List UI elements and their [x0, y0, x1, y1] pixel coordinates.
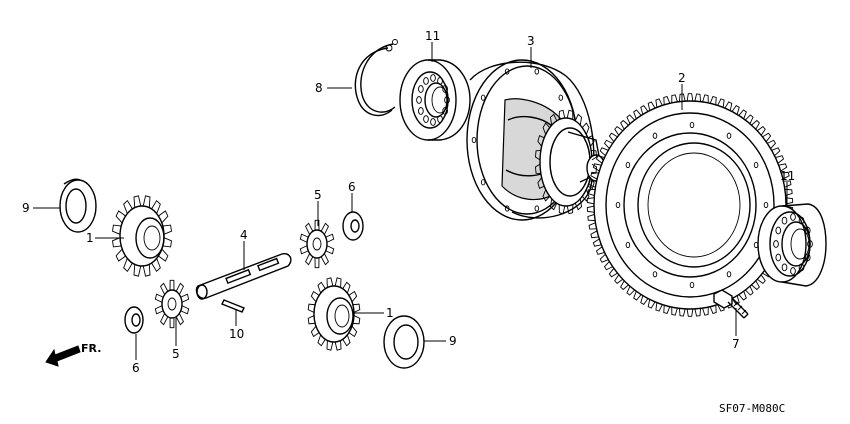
final-driven-gear-2 [586, 93, 794, 317]
thrust-washer-9-right [383, 315, 425, 369]
ball-bearing-11-top [399, 59, 471, 141]
pinion-shaft-4 [195, 252, 292, 300]
lock-pin-10 [221, 299, 245, 313]
pinion-gear-5-top [299, 219, 335, 269]
thrust-washer-9-left [59, 178, 97, 233]
callout-10: 10 [229, 327, 244, 341]
callout-7: 7 [732, 337, 740, 351]
callout-5-bottom: 5 [172, 347, 180, 361]
callout-6-top: 6 [348, 180, 356, 194]
callout-6-bottom: 6 [132, 361, 140, 375]
callout-3: 3 [527, 34, 535, 48]
callout-4: 4 [240, 228, 248, 242]
callout-8: 8 [315, 81, 323, 95]
callout-11-right: 11 [780, 169, 795, 183]
callout-2: 2 [678, 71, 686, 85]
pinion-washer-6-bottom [124, 306, 144, 334]
pinion-washer-6-top [342, 211, 364, 241]
callout-1-left: 1 [86, 231, 94, 245]
side-gear-1-right [307, 277, 361, 351]
pinion-gear-5-bottom [154, 279, 190, 329]
leader-lines [33, 42, 788, 360]
ball-bearing-11-right [757, 203, 827, 287]
front-direction-arrow: FR. [45, 342, 101, 367]
callout-9-left: 9 [22, 201, 30, 215]
callout-1-right: 1 [386, 306, 394, 320]
side-gear-1-left [112, 195, 172, 277]
front-direction-label: FR. [81, 342, 101, 355]
callout-9-right: 9 [449, 334, 457, 348]
differential-carrier-3 [466, 59, 606, 221]
snap-ring-8 [354, 39, 398, 117]
diagram-code: SF07-M080C [719, 402, 785, 415]
callout-11-top: 11 [425, 29, 440, 43]
callout-5-top: 5 [314, 188, 322, 202]
